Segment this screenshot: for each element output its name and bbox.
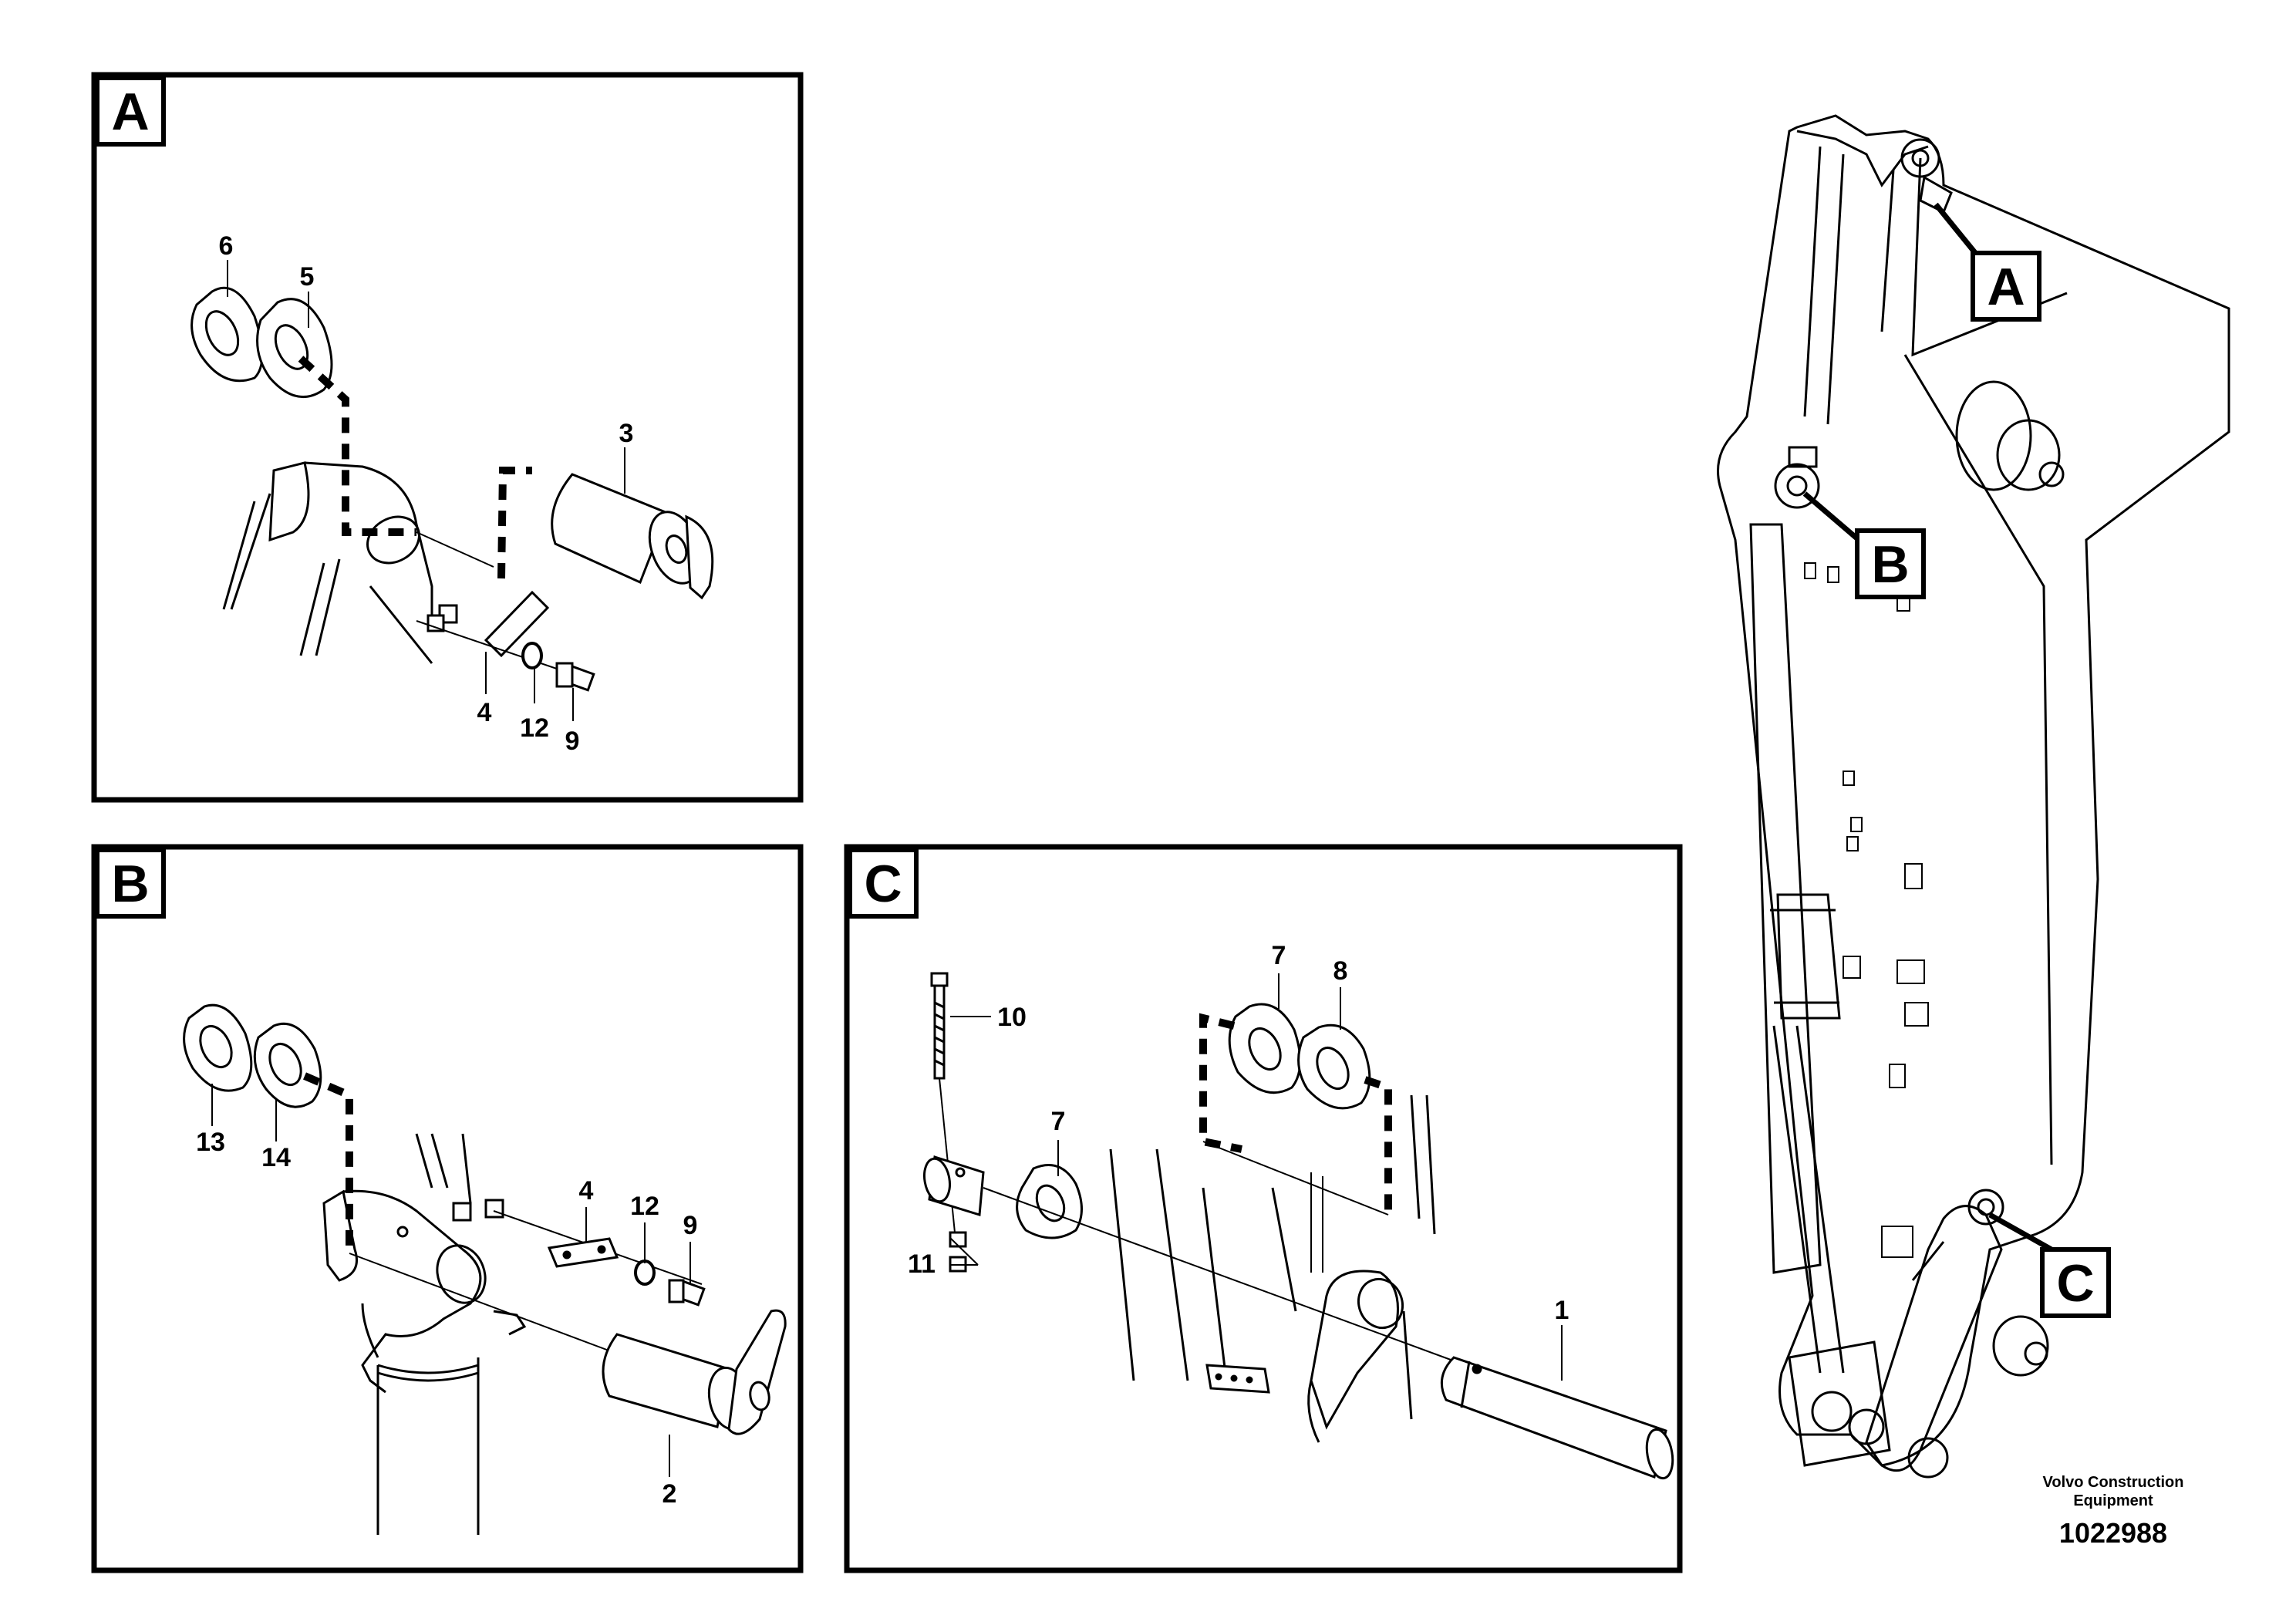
callout-b-13: 13 [196,1128,225,1157]
pin-1 [1440,1356,1674,1480]
panel-b-letter-box [95,848,166,919]
svg-text:A: A [1987,258,2025,316]
washer-6 [190,286,264,383]
boom-small-blocks [1804,562,1929,1258]
callout-a-6: 6 [219,231,234,261]
sleeve-c [923,1155,985,1216]
pin-2 [602,1309,787,1435]
axis-line-c-upper [1199,1013,1242,1153]
panel-b-letter: B [111,855,149,913]
leaders-c [949,973,1563,1381]
footer-company-line1: Volvo Construction [2043,1474,2184,1491]
bolt-9 [555,662,595,692]
boom-bracket-a [222,461,433,664]
leaders-overview [1802,202,2053,1253]
washer-7-left [1016,1164,1083,1239]
callout-b-14: 14 [261,1143,291,1172]
axis-line-a-thin [416,531,494,568]
bolt-10 [930,972,949,1080]
footer-company-line2: Equipment [2073,1492,2153,1509]
detail-panel-a: A [91,72,804,803]
wear-block-c [1205,1364,1270,1394]
svg-text:B: B [1871,535,1909,594]
pin-3 [551,473,714,600]
callout-c-8: 8 [1333,956,1348,986]
overview-marker-b: B [1855,528,1926,599]
panel-c-letter-box [848,848,919,919]
callout-a-4: 4 [477,698,492,727]
axis-line-c-upper-2 [1364,1076,1392,1215]
leaders-a [227,260,625,721]
detail-panel-c: C [844,844,1683,1573]
callout-b-9: 9 [683,1211,698,1240]
callout-a-5: 5 [300,262,315,292]
panel-b-frame [91,844,804,1573]
overview-marker-a: A [1971,251,2041,322]
panel-c-frame [844,844,1683,1573]
washer-12-b [634,1259,656,1286]
axis-line-a [298,356,416,536]
callout-c-11: 11 [908,1249,936,1279]
cylinder-end-b [322,1133,527,1535]
svg-text:C: C [2056,1254,2094,1313]
overview-marker-c: C [2040,1247,2111,1318]
lock-plate-4-b [547,1237,619,1268]
panel-a-letter: A [111,83,149,141]
axis-line-b-thin [349,1253,618,1354]
detail-panel-b: B [91,844,804,1573]
callout-b-12: 12 [630,1192,659,1221]
panel-a-letter-box [95,76,166,147]
boom-overview [1717,114,2230,1479]
drawing-number: 1022988 [2059,1517,2167,1549]
washer-8 [1297,1023,1371,1110]
callout-a-12: 12 [520,713,549,743]
callout-c-10: 10 [997,1003,1027,1032]
axis-line-a-2 [497,467,532,579]
washer-7-upper [1228,1003,1302,1094]
callout-c-7-upper: 7 [1272,941,1286,970]
panel-c-letter: C [864,855,902,913]
lock-plate-4 [426,590,550,658]
axis-line-c-links [1202,1141,1389,1273]
callout-a-3: 3 [619,419,634,448]
boom-end-c [1109,1094,1436,1443]
leaders-b [211,1084,691,1477]
callout-c-1: 1 [1555,1296,1569,1325]
bolt-9-b [668,1279,706,1307]
axis-line-c [983,1187,1466,1366]
callout-c-7-left: 7 [1051,1107,1066,1136]
washer-13 [183,1003,253,1092]
callout-b-2: 2 [663,1479,677,1509]
callout-a-9: 9 [565,727,580,756]
callout-b-4: 4 [579,1176,594,1206]
washer-12 [521,642,543,669]
washer-14 [253,1022,322,1108]
panel-a-frame [91,72,804,803]
